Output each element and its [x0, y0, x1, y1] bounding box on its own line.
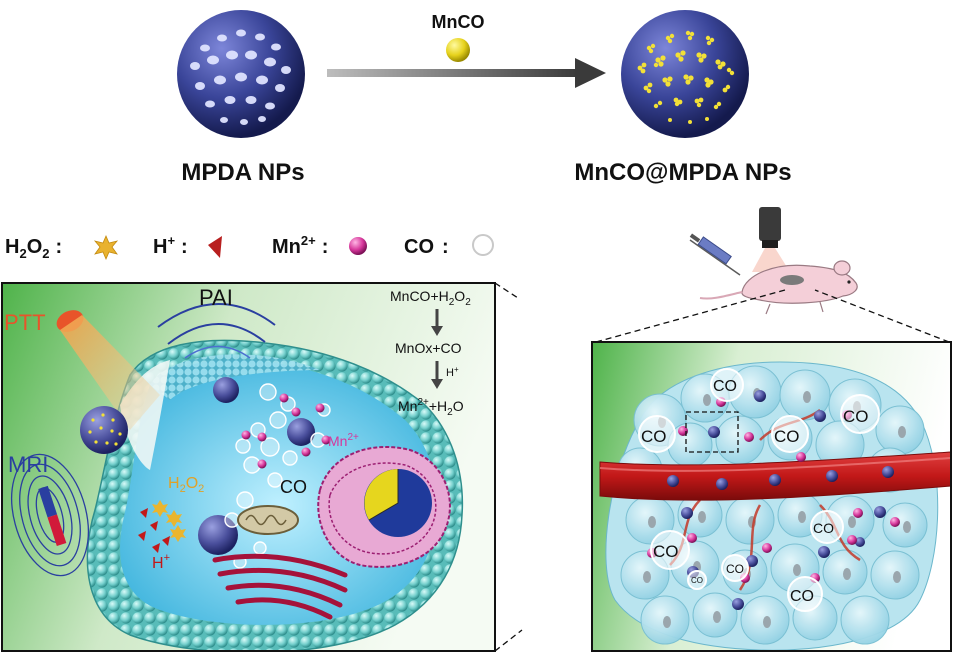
- entering-nanoparticle: [80, 406, 128, 454]
- ptt-beam: [60, 315, 160, 430]
- tumor-co-bubbles: [638, 368, 880, 612]
- pai-wave-small: [184, 345, 251, 359]
- h-triangle-icon: [208, 236, 222, 258]
- mouse-illustration: [689, 207, 858, 315]
- h2o2-star-icon: [93, 234, 119, 261]
- legend-h2o2-label: H2O2:: [5, 236, 62, 261]
- mri-field-lines: [11, 453, 89, 577]
- legend: H2O2: H+: Mn2+: CO:: [5, 233, 494, 261]
- reaction-scheme: MnCO+H2O2 MnOx+CO H+ Mn2++H2O: [390, 288, 471, 418]
- mnco-mpda-nanoparticle: [621, 10, 749, 138]
- tumor-co-label: CO: [713, 378, 737, 395]
- tumor-co-label: CO: [843, 407, 869, 426]
- golgi-apparatus: [212, 553, 348, 620]
- cell-h-label: H+: [152, 552, 170, 572]
- reaction-arrow-label: H+: [446, 365, 459, 379]
- tumor-panel: CO CO CO CO CO CO CO CO CO: [591, 341, 952, 652]
- co-bubble-icon: [472, 234, 494, 256]
- co-bubbles: [224, 383, 331, 569]
- reaction-arrow: [327, 58, 606, 88]
- cell-h2o2-label: H2O2: [168, 475, 204, 495]
- tumor-co-label: CO: [726, 562, 744, 576]
- legend-co-label: CO:: [404, 236, 449, 258]
- reaction-step-1: MnCO+H2O2: [390, 288, 471, 308]
- mpda-nps-label: MPDA NPs: [181, 159, 304, 186]
- h-particles: [138, 508, 170, 553]
- ptt-label: PTT: [4, 310, 46, 335]
- tumor-co-label: CO: [653, 542, 679, 561]
- legend-h-label: H+:: [153, 233, 188, 258]
- cell-panel: PTT PAI MRI H2O2 H+ Mn2+ CO MnCO+H2O2 Mn…: [1, 282, 496, 652]
- internal-nanoparticle: [213, 377, 239, 403]
- legend-mn-label: Mn2+:: [272, 233, 328, 258]
- reaction-step-2: MnOx+CO: [395, 340, 462, 356]
- nucleus: [364, 469, 432, 537]
- tumor-co-label: CO: [774, 427, 800, 446]
- mri-magnet: [38, 485, 67, 547]
- pai-wave-inner: [167, 323, 266, 345]
- mitochondrion: [237, 505, 299, 535]
- h2o2-particles: [152, 500, 186, 542]
- mn-ion-icon: [349, 237, 367, 255]
- vessel-nanoparticles: [667, 466, 894, 490]
- cell-mn-label: Mn2+: [328, 432, 359, 449]
- syringe-icon: [689, 233, 741, 276]
- zoom-lines: [494, 282, 950, 652]
- tumor-co-label: CO: [813, 520, 834, 536]
- mnco-ball: [446, 38, 470, 62]
- laser-device: [752, 207, 790, 272]
- internal-nanoparticle: [287, 418, 315, 446]
- mnco-reagent-label: MnCO: [432, 12, 485, 32]
- pai-wave-outer: [157, 303, 276, 328]
- pai-label: PAI: [199, 285, 233, 310]
- mpda-nanoparticle: [177, 10, 305, 138]
- tumor-co-label: CO: [641, 427, 667, 446]
- tumor-co-label: CO: [790, 588, 814, 605]
- mn-ions: [241, 393, 331, 469]
- mri-label: MRI: [8, 452, 48, 477]
- mnco-mpda-nps-label: MnCO@MPDA NPs: [574, 159, 791, 186]
- reaction-step-3: Mn2++H2O: [398, 397, 464, 418]
- cell-co-label: CO: [280, 477, 307, 497]
- tissue-nanoparticles: [681, 390, 886, 610]
- zoom-box: [685, 411, 739, 453]
- tumor-co-label: CO: [691, 576, 703, 585]
